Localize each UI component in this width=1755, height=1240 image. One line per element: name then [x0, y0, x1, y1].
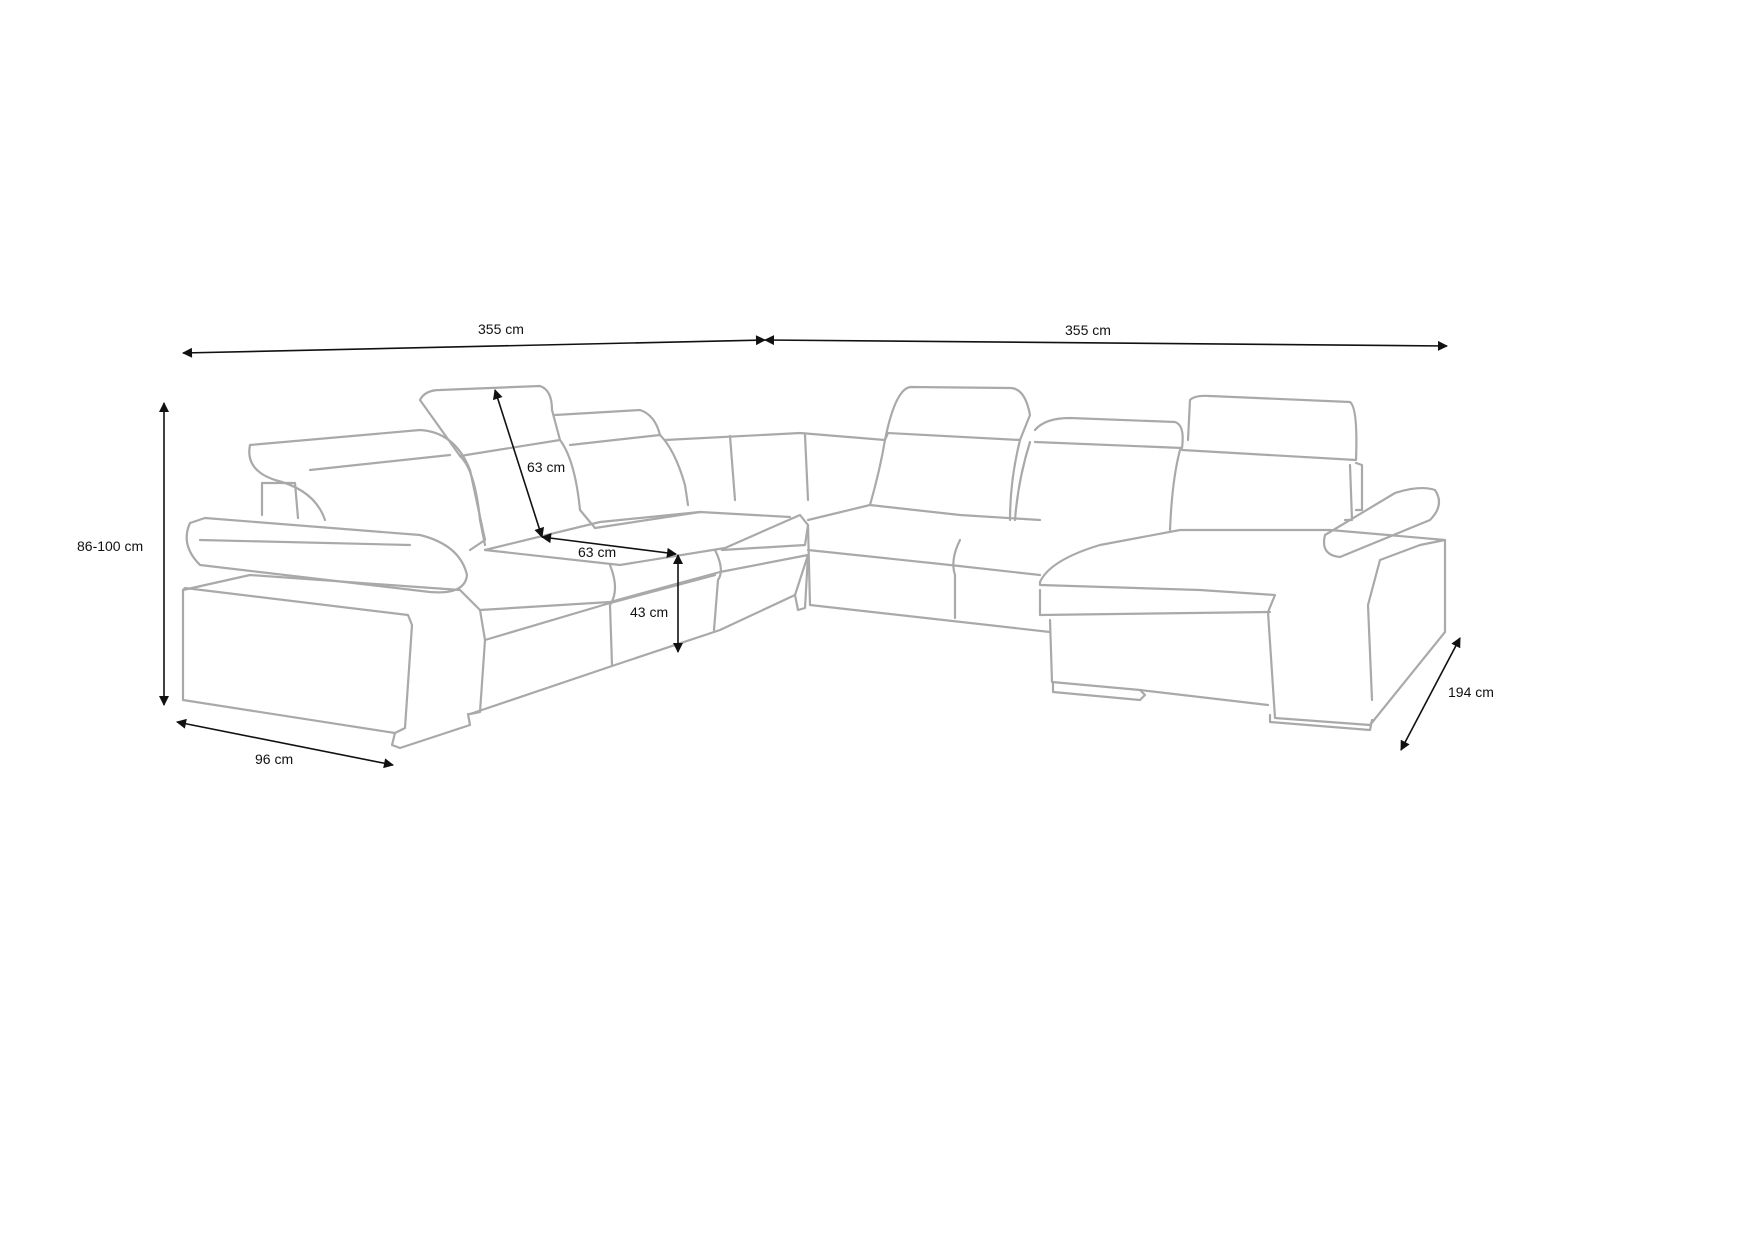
dim-arrow-seat-depth	[541, 533, 677, 558]
right-arm-pillow	[1322, 486, 1441, 559]
label-seat-height: 43 cm	[630, 604, 668, 620]
label-depth: 96 cm	[255, 751, 293, 767]
label-right-width: 355 cm	[1065, 322, 1111, 338]
label-height: 86-100 cm	[77, 538, 143, 554]
dim-arrow-right-width	[764, 335, 1448, 351]
left-arm-pillow	[185, 516, 469, 594]
label-left-width: 355 cm	[478, 321, 524, 337]
right-headrest-1	[1033, 416, 1184, 450]
dim-arrow-left-width	[182, 335, 766, 358]
dimension-lines	[159, 335, 1461, 769]
chaise	[1038, 528, 1447, 727]
label-backrest-height: 63 cm	[527, 459, 565, 475]
left-headrest	[418, 384, 562, 458]
dim-arrow-depth	[176, 718, 394, 769]
label-chaise-length: 194 cm	[1448, 684, 1494, 700]
right-headrest-2	[1180, 394, 1358, 462]
dimension-labels: 355 cm 355 cm 86-100 cm 63 cm 63 cm 43 c…	[77, 321, 1494, 767]
dim-arrow-chaise-length	[1400, 637, 1461, 751]
sofa-outline	[181, 384, 1447, 750]
label-seat-depth: 63 cm	[578, 544, 616, 560]
left-armrest	[181, 586, 414, 735]
dim-arrow-backrest	[492, 389, 545, 538]
